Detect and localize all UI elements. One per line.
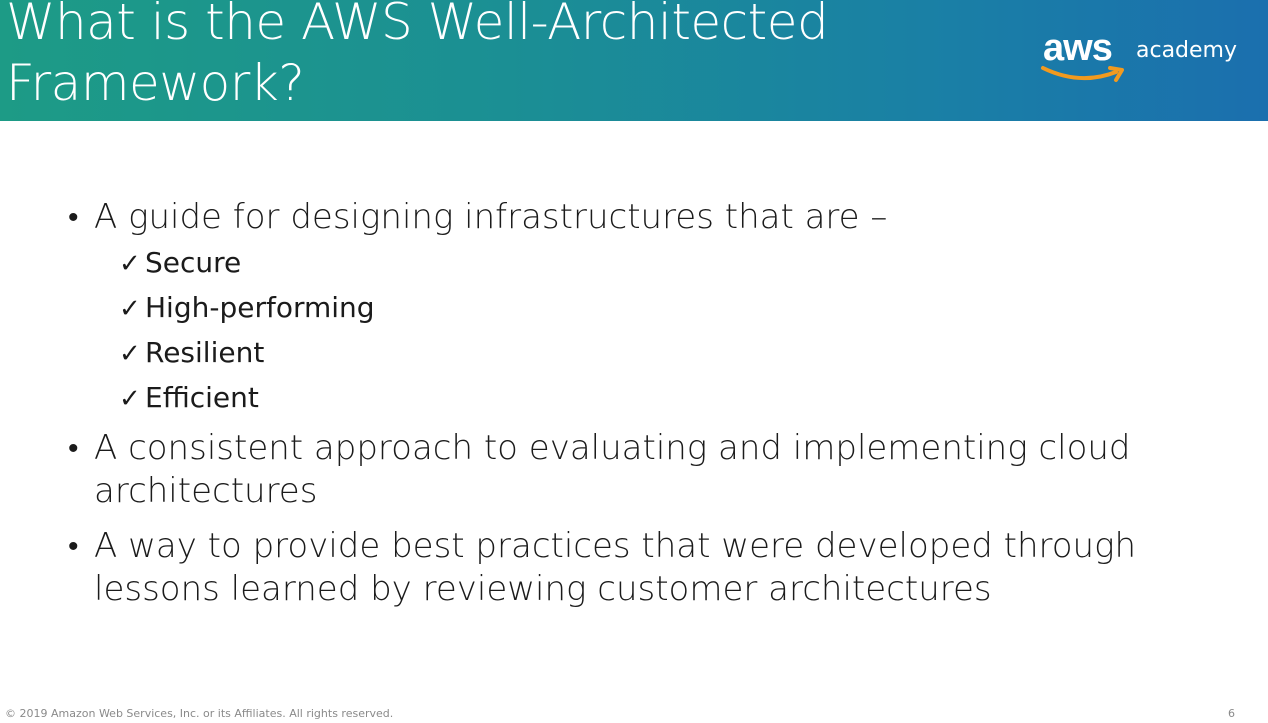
logo-product-text: academy xyxy=(1136,38,1238,63)
checklist-item-label: Secure xyxy=(145,246,242,279)
checklist-item-label: Efficient xyxy=(145,381,259,414)
checklist-item-label: High-performing xyxy=(145,291,375,324)
checklist-item: ✓ Resilient xyxy=(119,331,1188,376)
slide-content: A guide for designing infrastructures th… xyxy=(68,196,1188,611)
checkmark-icon: ✓ xyxy=(119,384,141,414)
footer-copyright: © 2019 Amazon Web Services, Inc. or its … xyxy=(5,707,394,720)
aws-smile-logo-icon xyxy=(1041,66,1124,82)
slide-header: What is the AWS Well-Architected Framewo… xyxy=(0,0,1268,121)
slide-title-line-1: What is the AWS Well-Architected xyxy=(6,0,829,51)
aws-academy-logo: aws academy xyxy=(1040,26,1250,90)
checkmark-icon: ✓ xyxy=(119,294,141,324)
page-number: 6 xyxy=(1228,707,1235,720)
bullet-item: A way to provide best practices that wer… xyxy=(68,525,1188,611)
checklist-item: ✓ Efficient xyxy=(119,376,1188,421)
bullet-item: A consistent approach to evaluating and … xyxy=(68,427,1188,513)
checklist: ✓ Secure ✓ High-performing ✓ Resilient ✓… xyxy=(119,241,1188,421)
logo-brand-text: aws xyxy=(1043,27,1113,69)
checklist-item-label: Resilient xyxy=(145,336,265,369)
slide-title: What is the AWS Well-Architected Framewo… xyxy=(6,0,906,114)
slide-title-line-2: Framework? xyxy=(6,54,305,112)
checkmark-icon: ✓ xyxy=(119,249,141,279)
checklist-item: ✓ High-performing xyxy=(119,286,1188,331)
checklist-item: ✓ Secure xyxy=(119,241,1188,286)
checkmark-icon: ✓ xyxy=(119,339,141,369)
bullet-item: A guide for designing infrastructures th… xyxy=(68,196,1188,239)
